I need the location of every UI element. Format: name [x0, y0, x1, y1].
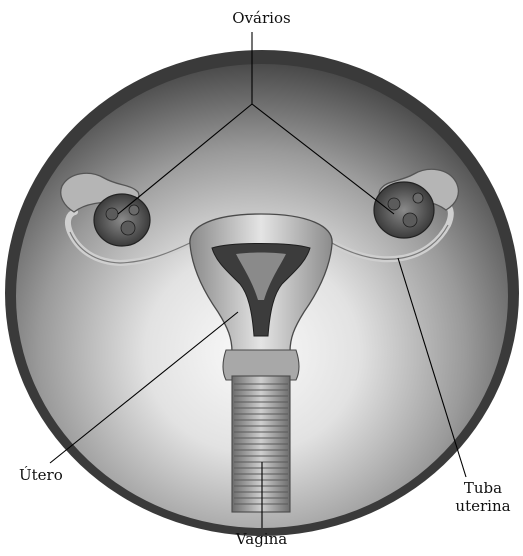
right-ovary — [374, 182, 434, 238]
label-vagina: Vagina — [0, 530, 523, 548]
vaginal-rugae — [234, 384, 288, 504]
left-ovary-follicle — [129, 205, 139, 215]
label-uterus: Útero — [19, 466, 63, 484]
right-ovary-follicle — [413, 193, 423, 203]
label-ovaries: Ovários — [0, 9, 523, 27]
right-ovary-follicle — [403, 213, 417, 227]
left-ovary — [94, 194, 150, 246]
left-ovary-follicle — [106, 208, 118, 220]
label-uterine-tube: Tuba uterina — [448, 479, 518, 515]
label-uterine-tube-line2: uterina — [448, 497, 518, 515]
label-uterine-tube-line1: Tuba — [448, 479, 518, 497]
right-ovary-follicle — [388, 198, 400, 210]
left-ovary-follicle — [121, 221, 135, 235]
